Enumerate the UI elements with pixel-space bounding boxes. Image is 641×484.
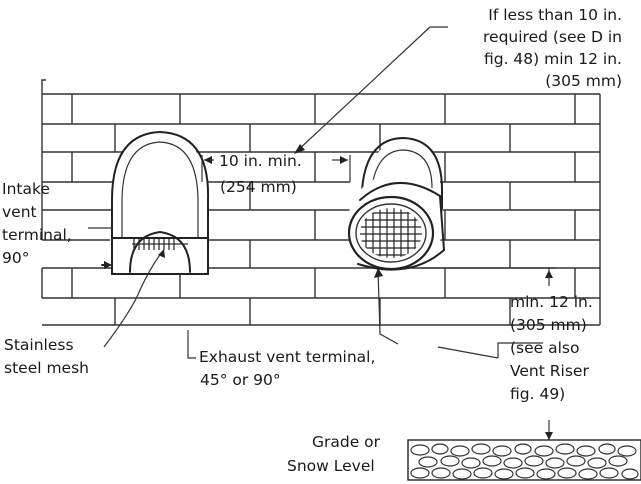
mesh-leader <box>103 249 165 348</box>
clearance-label: min. 12 in. (305 mm) (see also Vent Rise… <box>510 293 593 403</box>
spacing-line-1: 10 in. min. <box>219 152 302 170</box>
intake-line-2: vent <box>2 203 37 221</box>
grade-line-2: Snow Level <box>287 457 375 475</box>
mesh-line-1: Stainless <box>4 336 74 354</box>
stainless-steel-mesh <box>132 238 188 250</box>
exhaust-line-2: 45° or 90° <box>200 371 281 389</box>
mesh-line-2: steel mesh <box>4 359 89 377</box>
intake-line-3: terminal, <box>2 226 72 244</box>
exhaust-vent-terminal <box>347 136 446 271</box>
clearance-line-4: Vent Riser <box>510 362 589 380</box>
clearance-line-2: (305 mm) <box>510 316 587 334</box>
intake-line-1: Intake <box>2 180 50 198</box>
clearance-line-5: fig. 49) <box>510 385 565 403</box>
spacing-dimension <box>201 155 351 182</box>
spacing-label: 10 in. min. (254 mm) <box>219 152 302 196</box>
grade-snow-level <box>407 439 641 481</box>
exhaust-label: Exhaust vent terminal, 45° or 90° <box>199 348 375 389</box>
intake-label: Intake vent terminal, 90° <box>2 180 72 267</box>
top-note-line-1: If less than 10 in. <box>488 6 622 24</box>
intake-vent-terminal <box>111 130 210 275</box>
exhaust-leader <box>374 268 499 359</box>
clearance-line-1: min. 12 in. <box>510 293 593 311</box>
clearance-line-3: (see also <box>510 339 580 357</box>
top-note-line-4: (305 mm) <box>545 72 622 90</box>
grade-line-1: Grade or <box>312 433 381 451</box>
clearance-dimension <box>420 267 556 440</box>
grade-label: Grade or Snow Level <box>287 433 381 475</box>
intake-line-4: 90° <box>2 249 29 267</box>
top-note-line-3: fig. 48) min 12 in. <box>484 50 622 68</box>
top-note-leader <box>294 26 448 154</box>
spacing-line-2: (254 mm) <box>220 178 297 196</box>
intake-arrow <box>101 261 112 269</box>
exhaust-line-1: Exhaust vent terminal, <box>199 348 375 366</box>
top-note-label: If less than 10 in. required (see D in f… <box>483 6 622 90</box>
top-note-line-2: required (see D in <box>483 28 622 46</box>
exhaust-label-stroke <box>187 330 196 359</box>
mesh-label: Stainless steel mesh <box>4 336 89 377</box>
